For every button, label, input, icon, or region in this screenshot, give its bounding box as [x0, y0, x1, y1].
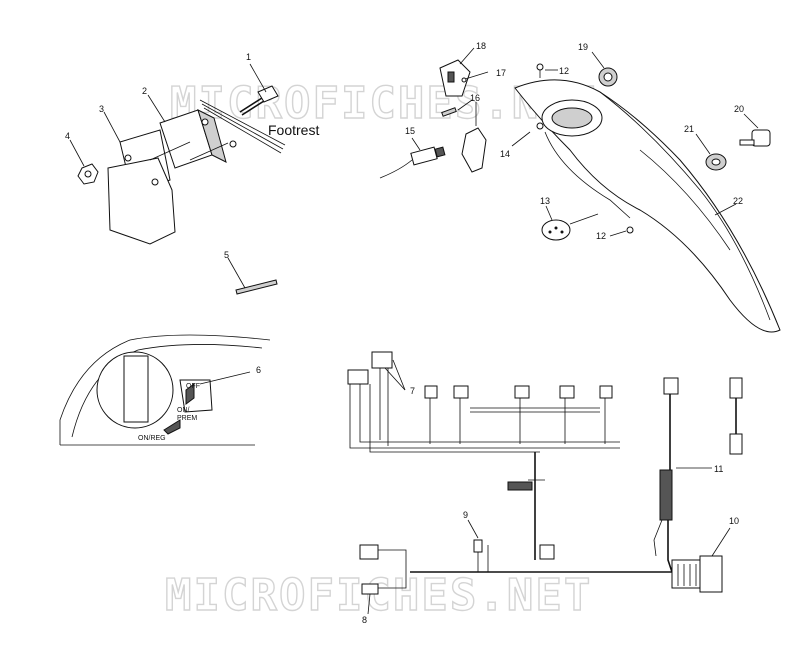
- watermark-bottom: MICROFICHES.NET: [165, 570, 592, 621]
- bushing-19: [591, 51, 618, 87]
- switch-13: [541, 205, 599, 241]
- callout-10: 10: [729, 516, 739, 526]
- switch-panel-6: [59, 334, 271, 446]
- callout-12-top: 12: [559, 66, 569, 76]
- callout-21: 21: [684, 124, 694, 134]
- callout-2: 2: [142, 86, 147, 96]
- bolt-1: [239, 63, 279, 116]
- switch-on-reg-label: ON/REG: [138, 435, 166, 442]
- callout-17: 17: [496, 68, 506, 78]
- callout-13: 13: [540, 196, 550, 206]
- pin-16: [441, 99, 473, 117]
- clip-18: [439, 47, 475, 97]
- switch-handle: [123, 355, 149, 423]
- callout-16: 16: [470, 93, 480, 103]
- decal-strip-5: [227, 257, 278, 295]
- callout-8: 8: [362, 615, 367, 625]
- screw-17: [461, 71, 489, 83]
- callout-1: 1: [246, 52, 251, 62]
- callout-15: 15: [405, 126, 415, 136]
- callout-5: 5: [224, 250, 229, 260]
- harness-11: [653, 377, 712, 573]
- callout-18: 18: [476, 41, 486, 51]
- wiring-harness-7: [347, 351, 620, 453]
- screw-14: [536, 122, 544, 130]
- main-harness: [359, 452, 672, 615]
- off-indicator: [185, 383, 195, 405]
- callout-9: 9: [463, 510, 468, 520]
- grommet-21: [695, 133, 727, 171]
- sensor-15: [379, 137, 446, 179]
- callout-22: 22: [733, 196, 743, 206]
- callout-3: 3: [99, 104, 104, 114]
- callout-11: 11: [714, 464, 723, 474]
- on-reg-indicator: [163, 419, 181, 435]
- screw-12-top: [536, 63, 558, 78]
- footrest-label: Footrest: [268, 122, 319, 138]
- footrest-plate: [199, 99, 286, 154]
- screw-12-bottom: [609, 226, 634, 237]
- connector-9: [467, 519, 489, 572]
- switch-off-label: OFF: [186, 383, 200, 390]
- switch-on-prem-label: ON/: [177, 407, 190, 414]
- footrest-assembly: [69, 63, 286, 245]
- callout-12-bottom: 12: [596, 231, 606, 241]
- bracket-2: [147, 94, 237, 169]
- lead-wire: [729, 377, 743, 455]
- callout-6: 6: [256, 365, 261, 375]
- callout-19: 19: [578, 42, 588, 52]
- footrest-mount-3: [103, 111, 176, 245]
- callout-7: 7: [410, 386, 415, 396]
- callout-4: 4: [65, 131, 70, 141]
- key-20: [739, 113, 771, 147]
- callout-14: 14: [500, 149, 510, 159]
- bracket-16: [461, 102, 487, 173]
- connector-10: [671, 527, 731, 593]
- callout-20: 20: [734, 104, 744, 114]
- nut-4: [69, 139, 99, 185]
- console-hood-22: [511, 79, 781, 333]
- switch-prem-label: PREM: [177, 415, 197, 422]
